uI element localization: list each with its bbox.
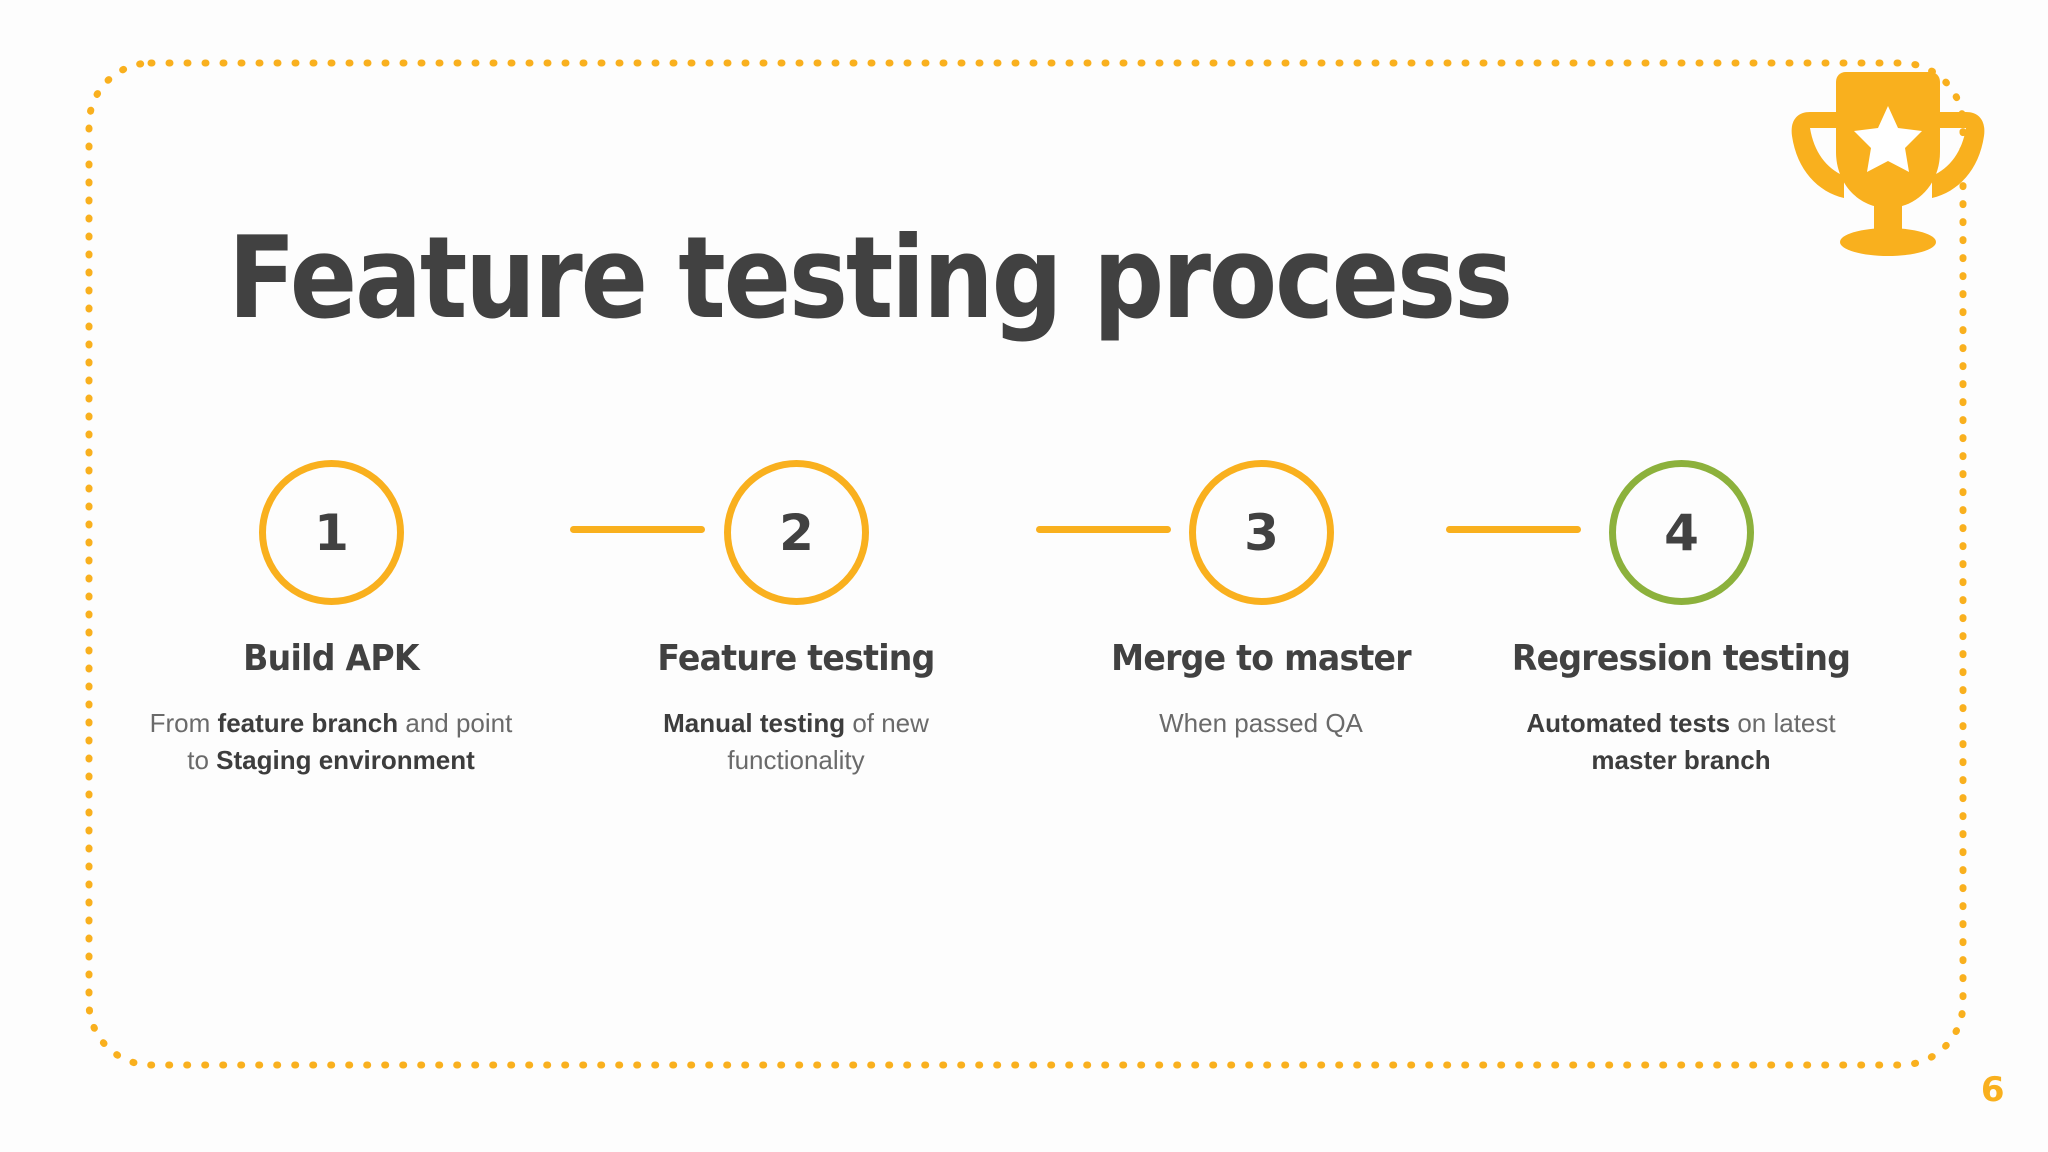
page-number: 6	[1980, 1070, 2005, 1110]
step-1-title: Build APK	[243, 638, 419, 679]
trophy-icon	[1788, 66, 1988, 256]
step-4-description: Automated tests on latest master branch	[1526, 707, 1836, 775]
page-title: Feature testing process	[228, 212, 1513, 344]
step-4-number: 4	[1664, 503, 1699, 562]
step-2-title: Feature testing	[657, 638, 935, 679]
process-steps: 1 Build APK From feature branch and poin…	[86, 460, 1966, 780]
connector-3-4	[1446, 526, 1581, 533]
step-1-description: From feature branch and point to Staging…	[149, 707, 513, 775]
step-2-number: 2	[779, 503, 814, 562]
step-4-circle[interactable]: 4	[1608, 460, 1754, 605]
step-3-title: Merge to master	[1111, 638, 1411, 679]
step-2-description: Manual testing of new functionality	[663, 707, 929, 775]
step-1[interactable]: 1 Build APK From feature branch and poin…	[121, 460, 541, 778]
step-3[interactable]: 3 Merge to master When passed QA	[1051, 460, 1471, 742]
step-4-title: Regression testing	[1511, 638, 1851, 679]
step-3-circle[interactable]: 3	[1188, 460, 1334, 605]
step-2[interactable]: 2 Feature testing Manual testing of new …	[586, 460, 1006, 778]
step-1-number: 1	[314, 503, 349, 562]
step-2-circle[interactable]: 2	[723, 460, 869, 605]
step-1-circle[interactable]: 1	[258, 460, 404, 605]
connector-2-3	[1036, 526, 1171, 533]
connector-1-2	[570, 526, 705, 533]
step-3-number: 3	[1244, 503, 1279, 562]
step-3-description: When passed QA	[1159, 707, 1363, 738]
step-4[interactable]: 4 Regression testing Automated tests on …	[1471, 460, 1891, 778]
